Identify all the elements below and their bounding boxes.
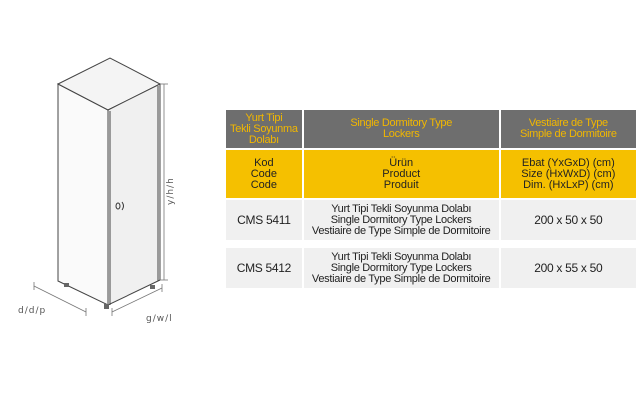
table-header-row: Yurt Tipi Tekli Soyunma Dolabı Single Do… [226,110,639,150]
locker-side-face [107,83,161,306]
locker-feet [64,283,155,309]
depth-dimension [33,282,87,316]
width-dimension [111,284,163,316]
header-col1: Yurt Tipi Tekli Soyunma Dolabı [226,110,304,150]
row-size: 200 x 55 x 50 [499,247,639,290]
handle-icon [115,201,124,211]
locker-front-face [57,83,109,306]
width-label: g/w/l [146,314,173,324]
spec-table: Yurt Tipi Tekli Soyunma Dolabı Single Do… [226,110,639,290]
table-row: CMS 5412 Yurt Tipi Tekli Soyunma Dolabı … [226,247,639,290]
row-product: Yurt Tipi Tekli Soyunma Dolabı Single Do… [302,199,501,242]
locker-drawing: y/h/h d/d/p g/w/l [0,0,210,400]
row-code: CMS 5411 [226,199,304,242]
height-label: y/h/h [166,177,176,205]
row-code: CMS 5412 [226,247,304,290]
row-product: Yurt Tipi Tekli Soyunma Dolabı Single Do… [302,247,501,290]
depth-label: d/d/p [18,306,47,316]
row-size: 200 x 50 x 50 [499,199,639,242]
table-row: CMS 5411 Yurt Tipi Tekli Soyunma Dolabı … [226,199,639,242]
locker-illustration [33,57,168,316]
header-col2: Single Dormitory Type Lockers [302,110,501,150]
height-dimension [160,83,168,281]
header-col3: Vestiaire de Type Simple de Dormitoire [499,110,639,150]
table-subheader-row: Kod Code Code Ürün Product Produit Ebat … [226,149,639,200]
subheader-product: Ürün Product Produit [302,149,501,200]
row-separator [226,241,638,248]
subheader-size: Ebat (YxGxD) (cm) Size (HxWxD) (cm) Dim.… [499,149,639,200]
subheader-code: Kod Code Code [226,149,304,200]
